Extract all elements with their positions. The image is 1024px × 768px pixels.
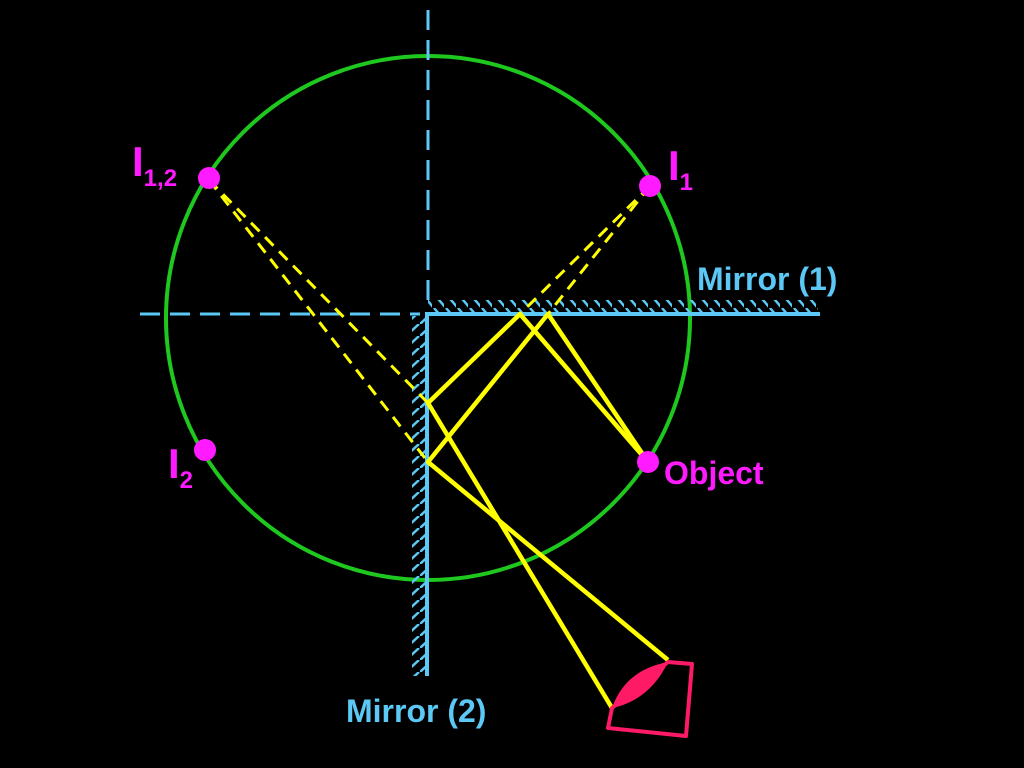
- label-mirror-1: Mirror (1): [697, 261, 837, 297]
- mirror-2: [412, 312, 429, 676]
- label-image-1-2: I1,2: [132, 138, 177, 192]
- virtual-rays: [207, 178, 652, 463]
- label-image-1: I1: [668, 142, 693, 196]
- label-image-2: I2: [168, 440, 193, 494]
- image-1-point: [639, 175, 661, 197]
- label-object: Object: [664, 455, 764, 491]
- object-point: [637, 451, 659, 473]
- mirror-1: [426, 300, 820, 316]
- eye-icon: [606, 660, 694, 738]
- image-1-2-point: [198, 167, 220, 189]
- label-mirror-2: Mirror (2): [346, 693, 486, 729]
- image-2-point: [194, 439, 216, 461]
- real-rays: [425, 311, 670, 710]
